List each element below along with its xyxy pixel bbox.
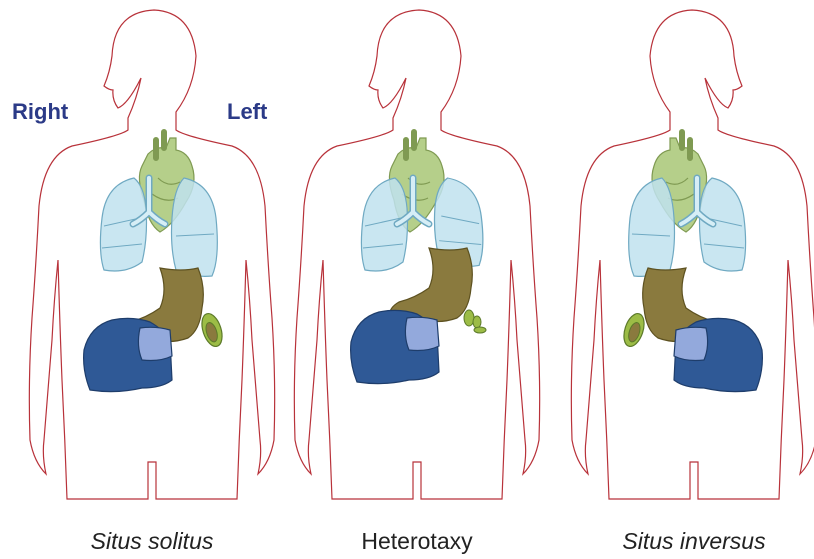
gallbladder — [405, 317, 439, 350]
body-outline — [29, 10, 274, 499]
gallbladder — [674, 327, 708, 360]
gallbladder — [138, 327, 172, 360]
polysplenia — [464, 310, 486, 333]
spleen — [620, 311, 648, 349]
spleen — [198, 311, 226, 349]
right-side-label: Right — [12, 99, 68, 125]
caption-situs-inversus: Situs inversus — [584, 528, 804, 555]
caption-heterotaxy: Heterotaxy — [307, 528, 527, 555]
right-lung — [100, 178, 146, 271]
body-outline — [571, 10, 814, 499]
left-lung — [700, 178, 746, 271]
right-lung — [629, 178, 675, 276]
figure-heterotaxy — [294, 10, 539, 499]
left-lung — [172, 178, 218, 276]
caption-situs-solitus: Situs solitus — [42, 528, 262, 555]
figure-situs-inversus — [571, 10, 814, 499]
figure-situs-solitus — [29, 10, 274, 499]
body-outline — [294, 10, 539, 499]
left-side-label: Left — [227, 99, 267, 125]
